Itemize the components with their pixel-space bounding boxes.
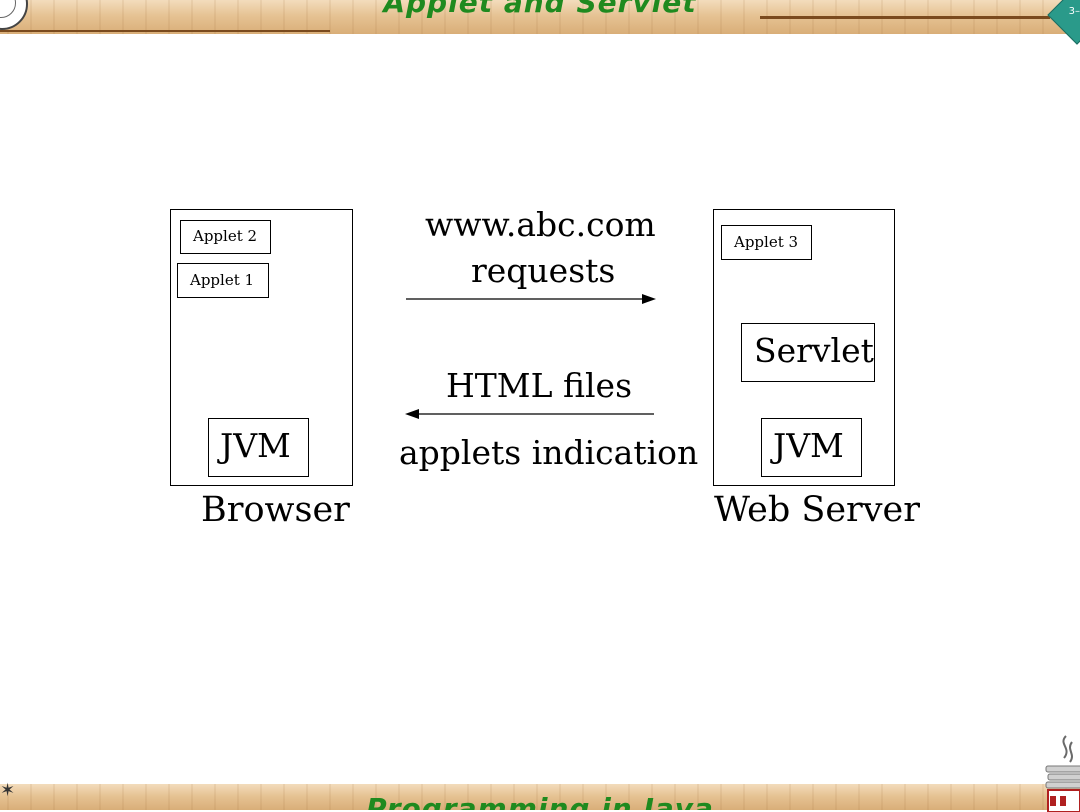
browser-caption: Browser: [201, 490, 350, 530]
server-jvm-label: JVM: [773, 426, 844, 465]
applet-box: [177, 263, 269, 298]
response-label: applets indication: [399, 433, 699, 472]
servlet-label: Servlet: [754, 331, 874, 370]
applet-box: [180, 220, 271, 254]
browser-jvm-label: JVM: [220, 426, 291, 465]
header-streak: [760, 16, 1050, 19]
java-logo-icon: [1045, 735, 1080, 812]
response-arrowhead: [405, 409, 419, 419]
response-files: HTML files: [446, 366, 633, 405]
applet-label: Applet 1: [190, 271, 255, 289]
slide-number: 3–: [1068, 6, 1080, 17]
footer-banner: Programming in Java: [0, 784, 1080, 810]
request-label: requests: [471, 251, 616, 290]
applet-box: [721, 225, 812, 260]
server-caption: Web Server: [714, 490, 921, 530]
corner-ornament-icon: ✶: [0, 780, 16, 801]
header-streak: [0, 30, 330, 32]
servlet-box: [741, 323, 875, 382]
applet-label: Applet 3: [734, 233, 799, 251]
request-arrowhead: [642, 294, 656, 304]
header-banner: Applet and Servlet: [0, 0, 1080, 34]
footer-title: Programming in Java: [366, 792, 714, 810]
request-url: www.abc.com: [425, 205, 656, 244]
browser-jvm-box: [208, 418, 309, 477]
server-jvm-box: [761, 418, 862, 477]
applet-label: Applet 2: [193, 227, 258, 245]
slide-title: Applet and Servlet: [383, 0, 697, 19]
